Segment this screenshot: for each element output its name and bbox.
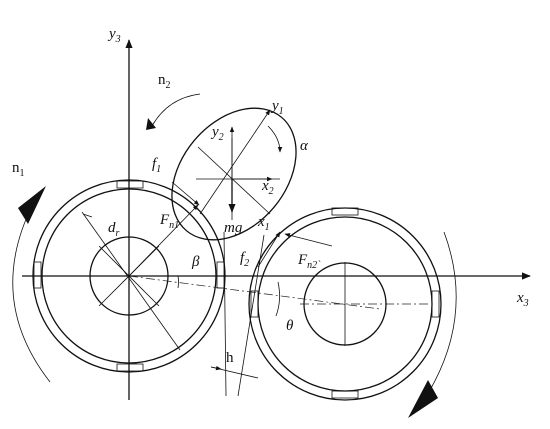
- f2-arrow: [257, 231, 281, 268]
- fn1-label: Fn1: [159, 212, 179, 231]
- fn2-label: Fn2`: [297, 252, 321, 271]
- x1-label: x1: [257, 214, 270, 233]
- f1-arrow: [171, 181, 200, 206]
- n2-rotation-arc: [151, 93, 201, 127]
- beta-label: β: [191, 254, 200, 270]
- n3-arrow-icon: [408, 380, 438, 418]
- n1-label: n1: [12, 160, 25, 179]
- diameter-label: dr: [108, 220, 120, 239]
- h-label: h: [226, 350, 234, 366]
- alpha-arc: [267, 125, 283, 153]
- y2-label: y2: [210, 124, 224, 143]
- fn1-force-line: [128, 204, 199, 277]
- y3-label: y3: [107, 26, 121, 45]
- beta-arc: [177, 275, 179, 289]
- particle: [171, 107, 297, 241]
- diameter-dimension: [81, 211, 181, 351]
- fn2-force-line: [284, 233, 333, 247]
- n1-arrow-icon: [18, 186, 46, 224]
- mg-label: mg: [224, 220, 243, 236]
- n2-label: n2: [158, 72, 171, 91]
- x2-label: x2: [261, 178, 274, 197]
- n1-rotation-arc: [12, 205, 51, 383]
- n3-rotation-arc: [423, 231, 457, 401]
- theta-arc: [275, 281, 280, 317]
- f2-label: f2: [240, 250, 249, 269]
- x3-label: x3: [516, 290, 529, 309]
- alpha-label: α: [300, 138, 309, 154]
- n2-arrow-icon: [146, 118, 156, 130]
- theta-label: θ: [286, 318, 294, 334]
- y1-label: y1: [270, 98, 284, 117]
- f1-label: f1: [152, 156, 161, 175]
